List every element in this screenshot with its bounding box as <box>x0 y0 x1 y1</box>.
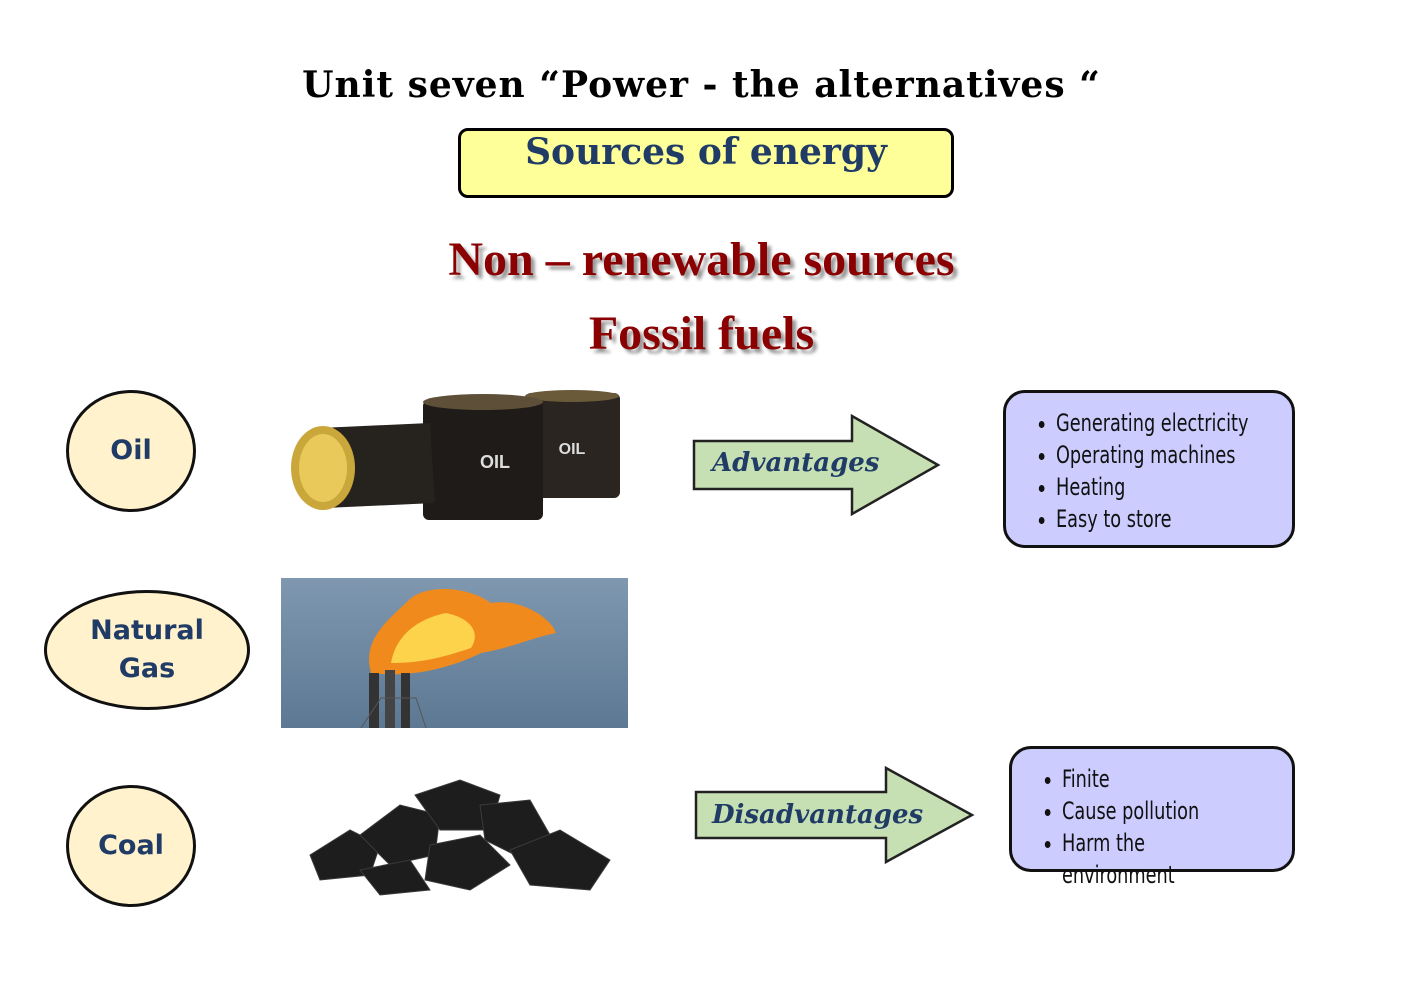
heading-non-renewable: Non – renewable sources <box>448 233 955 286</box>
fuel-oval-oil: Oil <box>66 390 196 512</box>
gas-flare-image <box>281 578 628 728</box>
advantages-list: Generating electricity Operating machine… <box>1003 390 1295 548</box>
heading-fossil-fuels: Fossil fuels <box>588 307 815 360</box>
fuel-oval-coal: Coal <box>66 785 196 907</box>
disadvantage-item: Harm the environment <box>1062 827 1251 891</box>
advantage-item: Easy to store <box>1056 503 1250 535</box>
advantages-arrow <box>692 414 941 516</box>
barrel-label: OIL <box>559 441 586 458</box>
coal-image <box>309 779 611 896</box>
disadvantage-item: Cause pollution <box>1062 795 1251 827</box>
advantages-label: Advantages <box>712 448 880 478</box>
advantage-item: Heating <box>1056 471 1250 503</box>
advantage-item: Operating machines <box>1056 439 1250 471</box>
barrel-label: OIL <box>480 452 510 472</box>
oil-barrels-image: OIL OIL <box>255 388 650 523</box>
page-title: Unit seven “Power - the alternatives “ <box>302 64 1101 106</box>
disadvantages-list: Finite Cause pollution Harm the environm… <box>1009 746 1295 889</box>
disadvantages-label: Disadvantages <box>712 800 924 830</box>
advantage-item: Generating electricity <box>1056 407 1250 439</box>
disadvantages-arrow <box>694 766 975 865</box>
disadvantage-item: Finite <box>1062 763 1251 795</box>
natural-gas-label: Natural Gas <box>90 615 204 684</box>
fuel-oval-natural-gas: Natural Gas <box>44 590 250 710</box>
subtitle-box: Sources of energy <box>458 128 954 198</box>
